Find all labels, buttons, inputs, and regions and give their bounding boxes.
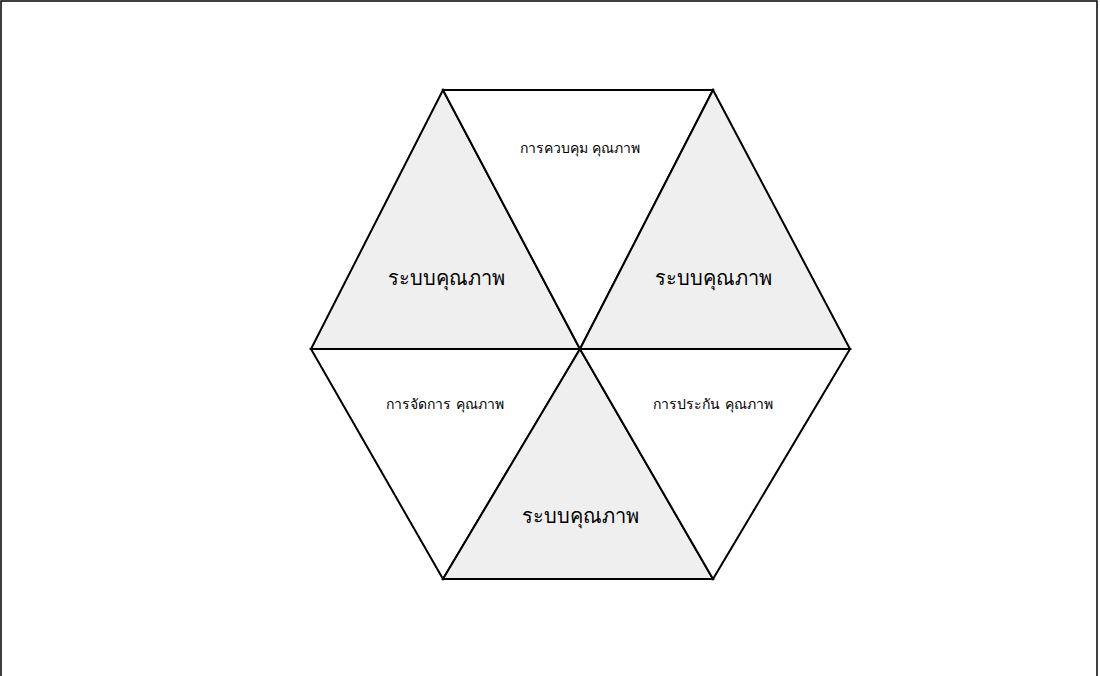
triangle-shape: [580, 349, 850, 579]
text-group: การควบคุม คุณภาพ: [520, 138, 640, 159]
text-group: ระบบคุณภาพ: [655, 263, 772, 293]
text-group: การจัดการ คุณภาพ: [386, 394, 503, 415]
system-label: ระบบคุณภาพ: [655, 263, 772, 293]
function-triangle: การประกัน คุณภาพ: [580, 349, 850, 579]
system-label: ระบบคุณภาพ: [522, 501, 639, 531]
text-group: ระบบคุณภาพ: [522, 501, 639, 531]
system-triangle: ระบบคุณภาพ: [580, 90, 850, 349]
function-label: การประกัน คุณภาพ: [653, 394, 772, 415]
triangle-outline: [580, 90, 850, 349]
triangle-outline: [580, 349, 850, 579]
function-label: การควบคุม คุณภาพ: [520, 138, 640, 159]
system-label: ระบบคุณภาพ: [388, 263, 505, 293]
text-group: ระบบคุณภาพ: [388, 263, 505, 293]
text-group: การประกัน คุณภาพ: [653, 394, 772, 415]
function-label: การจัดการ คุณภาพ: [386, 394, 503, 415]
triangle-shape: [580, 90, 850, 349]
